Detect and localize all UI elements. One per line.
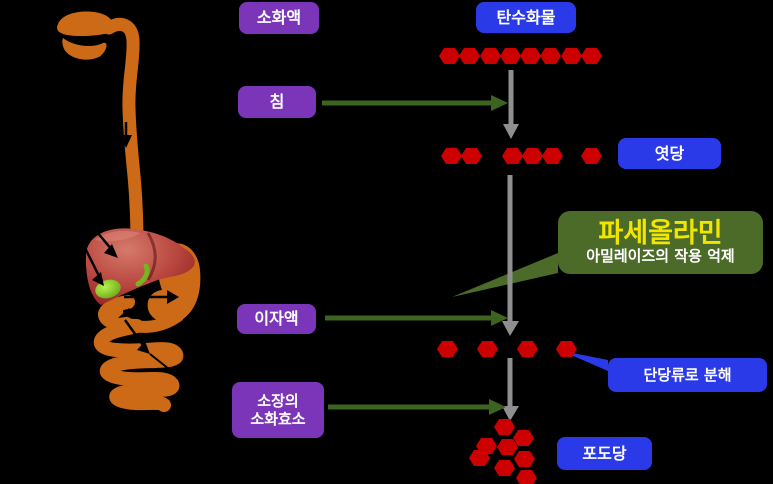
phaseolamin-callout-subtitle: 아밀레이즈의 작용 억제 (586, 247, 735, 266)
liver-highlight (95, 231, 140, 242)
enzyme-arrows-green (322, 95, 508, 415)
label-carbohydrate: 탄수화물 (476, 2, 576, 33)
digestive-system-illustration (57, 11, 201, 412)
label-glucose: 포도당 (557, 437, 652, 470)
label-intestine-enzymes: 소장의 소화효소 (232, 382, 324, 438)
carbohydrate-chain-molecule (439, 48, 602, 64)
label-pancreatic-juice: 이자액 (237, 304, 316, 334)
label-digestive-juice: 소화액 (239, 2, 319, 34)
glucose-cluster-molecules (469, 419, 537, 484)
monosaccharide-callout-tail (562, 351, 608, 371)
label-intestine-enzymes-line1: 소장의 (257, 392, 299, 410)
flow-arrows-gray (502, 70, 519, 421)
maltose-molecules (441, 148, 602, 164)
bile-duct (135, 263, 150, 287)
label-saliva: 침 (238, 86, 316, 118)
esophagus (102, 18, 144, 253)
small-intestine (93, 295, 184, 412)
esophagus-flow-arrowhead (120, 135, 132, 148)
mouth-shape (57, 11, 114, 36)
lower-jaw-shape (62, 38, 107, 60)
organ-flow-arrows (82, 231, 180, 378)
label-monosaccharide-note: 단당류로 분해 (608, 358, 767, 392)
phaseolamin-callout: 파세올라민 아밀레이즈의 작용 억제 (558, 211, 763, 274)
monosaccharide-molecules (437, 341, 577, 357)
phaseolamin-callout-tail (452, 253, 558, 297)
liver-lobe-ridge (146, 232, 157, 281)
phaseolamin-callout-title: 파세올라민 (598, 218, 723, 250)
label-maltose: 엿당 (618, 138, 721, 169)
label-intestine-enzymes-line2: 소화효소 (250, 410, 306, 428)
